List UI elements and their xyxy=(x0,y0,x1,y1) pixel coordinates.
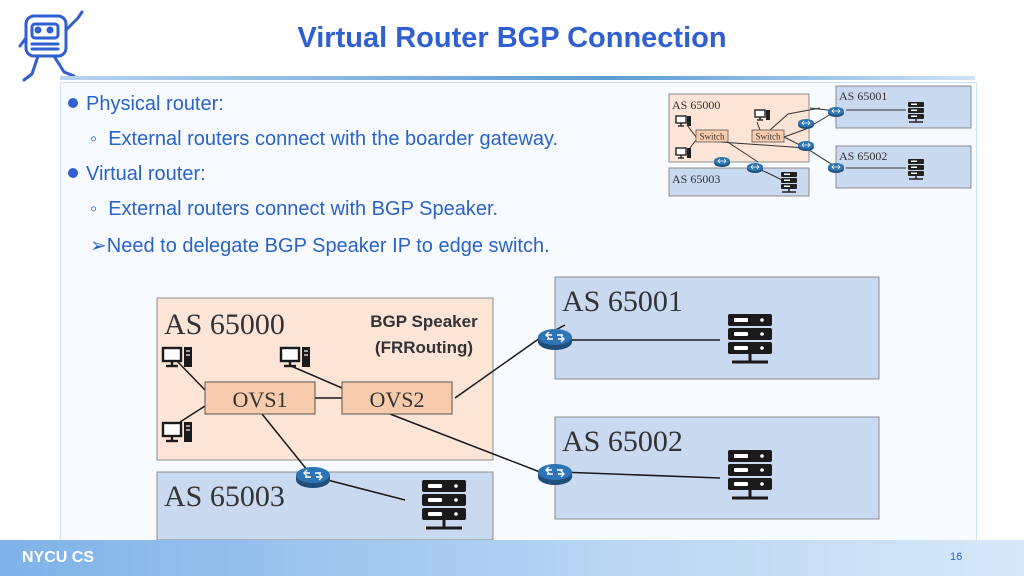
subbullet-marker: ◦ xyxy=(90,198,98,220)
bullet-text: Virtual router: xyxy=(86,163,206,185)
small-switch-2 xyxy=(751,129,785,143)
bullet-text: External routers connect with BGP Speake… xyxy=(108,198,499,220)
bullet-dot-icon xyxy=(68,167,78,178)
small-router-icon xyxy=(797,140,815,152)
as-65001-box xyxy=(554,276,880,380)
footer-label: NYCU CS xyxy=(22,549,95,566)
as-65000-label: AS 65000 xyxy=(164,308,285,341)
small-router-icon xyxy=(797,118,815,130)
subbullet-boarder-gateway: ◦ External routers connect with the boar… xyxy=(90,128,558,151)
subbullet-bgp-speaker: ◦ External routers connect with BGP Spea… xyxy=(90,198,498,221)
ovs2-switch xyxy=(341,381,453,415)
bullet-dot-icon xyxy=(68,97,78,108)
small-as-65002-label: AS 65002 xyxy=(839,149,887,163)
bullet-text: Physical router: xyxy=(86,93,224,115)
frrouting-label: (FRRouting) xyxy=(375,338,473,357)
footer-bar xyxy=(0,540,1024,576)
small-as-65000-box xyxy=(668,93,810,163)
ovs1-switch xyxy=(204,381,316,415)
small-as-65000-label: AS 65000 xyxy=(672,98,720,112)
slide-title: Virtual Router BGP Connection xyxy=(297,22,727,54)
small-server-icon xyxy=(907,101,925,123)
bgp-speaker-label: BGP Speaker xyxy=(370,312,478,331)
large-topology-diagram: AS 65000 AS 65003 AS 65001 AS 65002 BGP … xyxy=(156,276,880,541)
mascot-logo-icon xyxy=(18,10,84,82)
arrow-marker-icon: ➢ xyxy=(90,235,107,257)
title-underline xyxy=(60,76,975,80)
small-server-icon xyxy=(780,171,798,193)
subbullet-marker: ◦ xyxy=(90,128,98,150)
bullet-text: Need to delegate BGP Speaker IP to edge … xyxy=(106,235,550,257)
as-65001-label: AS 65001 xyxy=(562,285,683,318)
as-65003-label: AS 65003 xyxy=(164,480,285,513)
as-65002-box xyxy=(554,416,880,520)
ovs2-label: OVS2 xyxy=(369,387,424,412)
router-icon xyxy=(537,463,573,486)
router-icon xyxy=(295,466,331,489)
small-switch-1 xyxy=(695,129,729,143)
small-switch-1-label: Switch xyxy=(699,132,725,142)
ovs1-label: OVS1 xyxy=(232,387,287,412)
page-number: 16 xyxy=(950,551,963,563)
router-icon xyxy=(537,328,573,351)
bullet-physical-router: Physical router: xyxy=(68,93,224,116)
small-topology-diagram: AS 65000 AS 65003 AS 65001 AS 65002 Swit… xyxy=(668,85,972,197)
small-as-65003-label: AS 65003 xyxy=(672,172,720,186)
small-as-65001-label: AS 65001 xyxy=(839,89,887,103)
as-65002-label: AS 65002 xyxy=(562,425,683,458)
small-router-icon xyxy=(713,156,731,168)
small-server-icon xyxy=(907,158,925,180)
as-65000-box xyxy=(156,297,494,461)
small-switch-2-label: Switch xyxy=(755,132,781,142)
small-router-icon xyxy=(827,106,845,118)
bullet-text: External routers connect with the boarde… xyxy=(108,128,559,150)
subbullet-delegate-ip: ➢Need to delegate BGP Speaker IP to edge… xyxy=(90,233,550,258)
bullet-virtual-router: Virtual router: xyxy=(68,163,206,186)
small-router-icon xyxy=(746,162,764,174)
small-router-icon xyxy=(827,162,845,174)
